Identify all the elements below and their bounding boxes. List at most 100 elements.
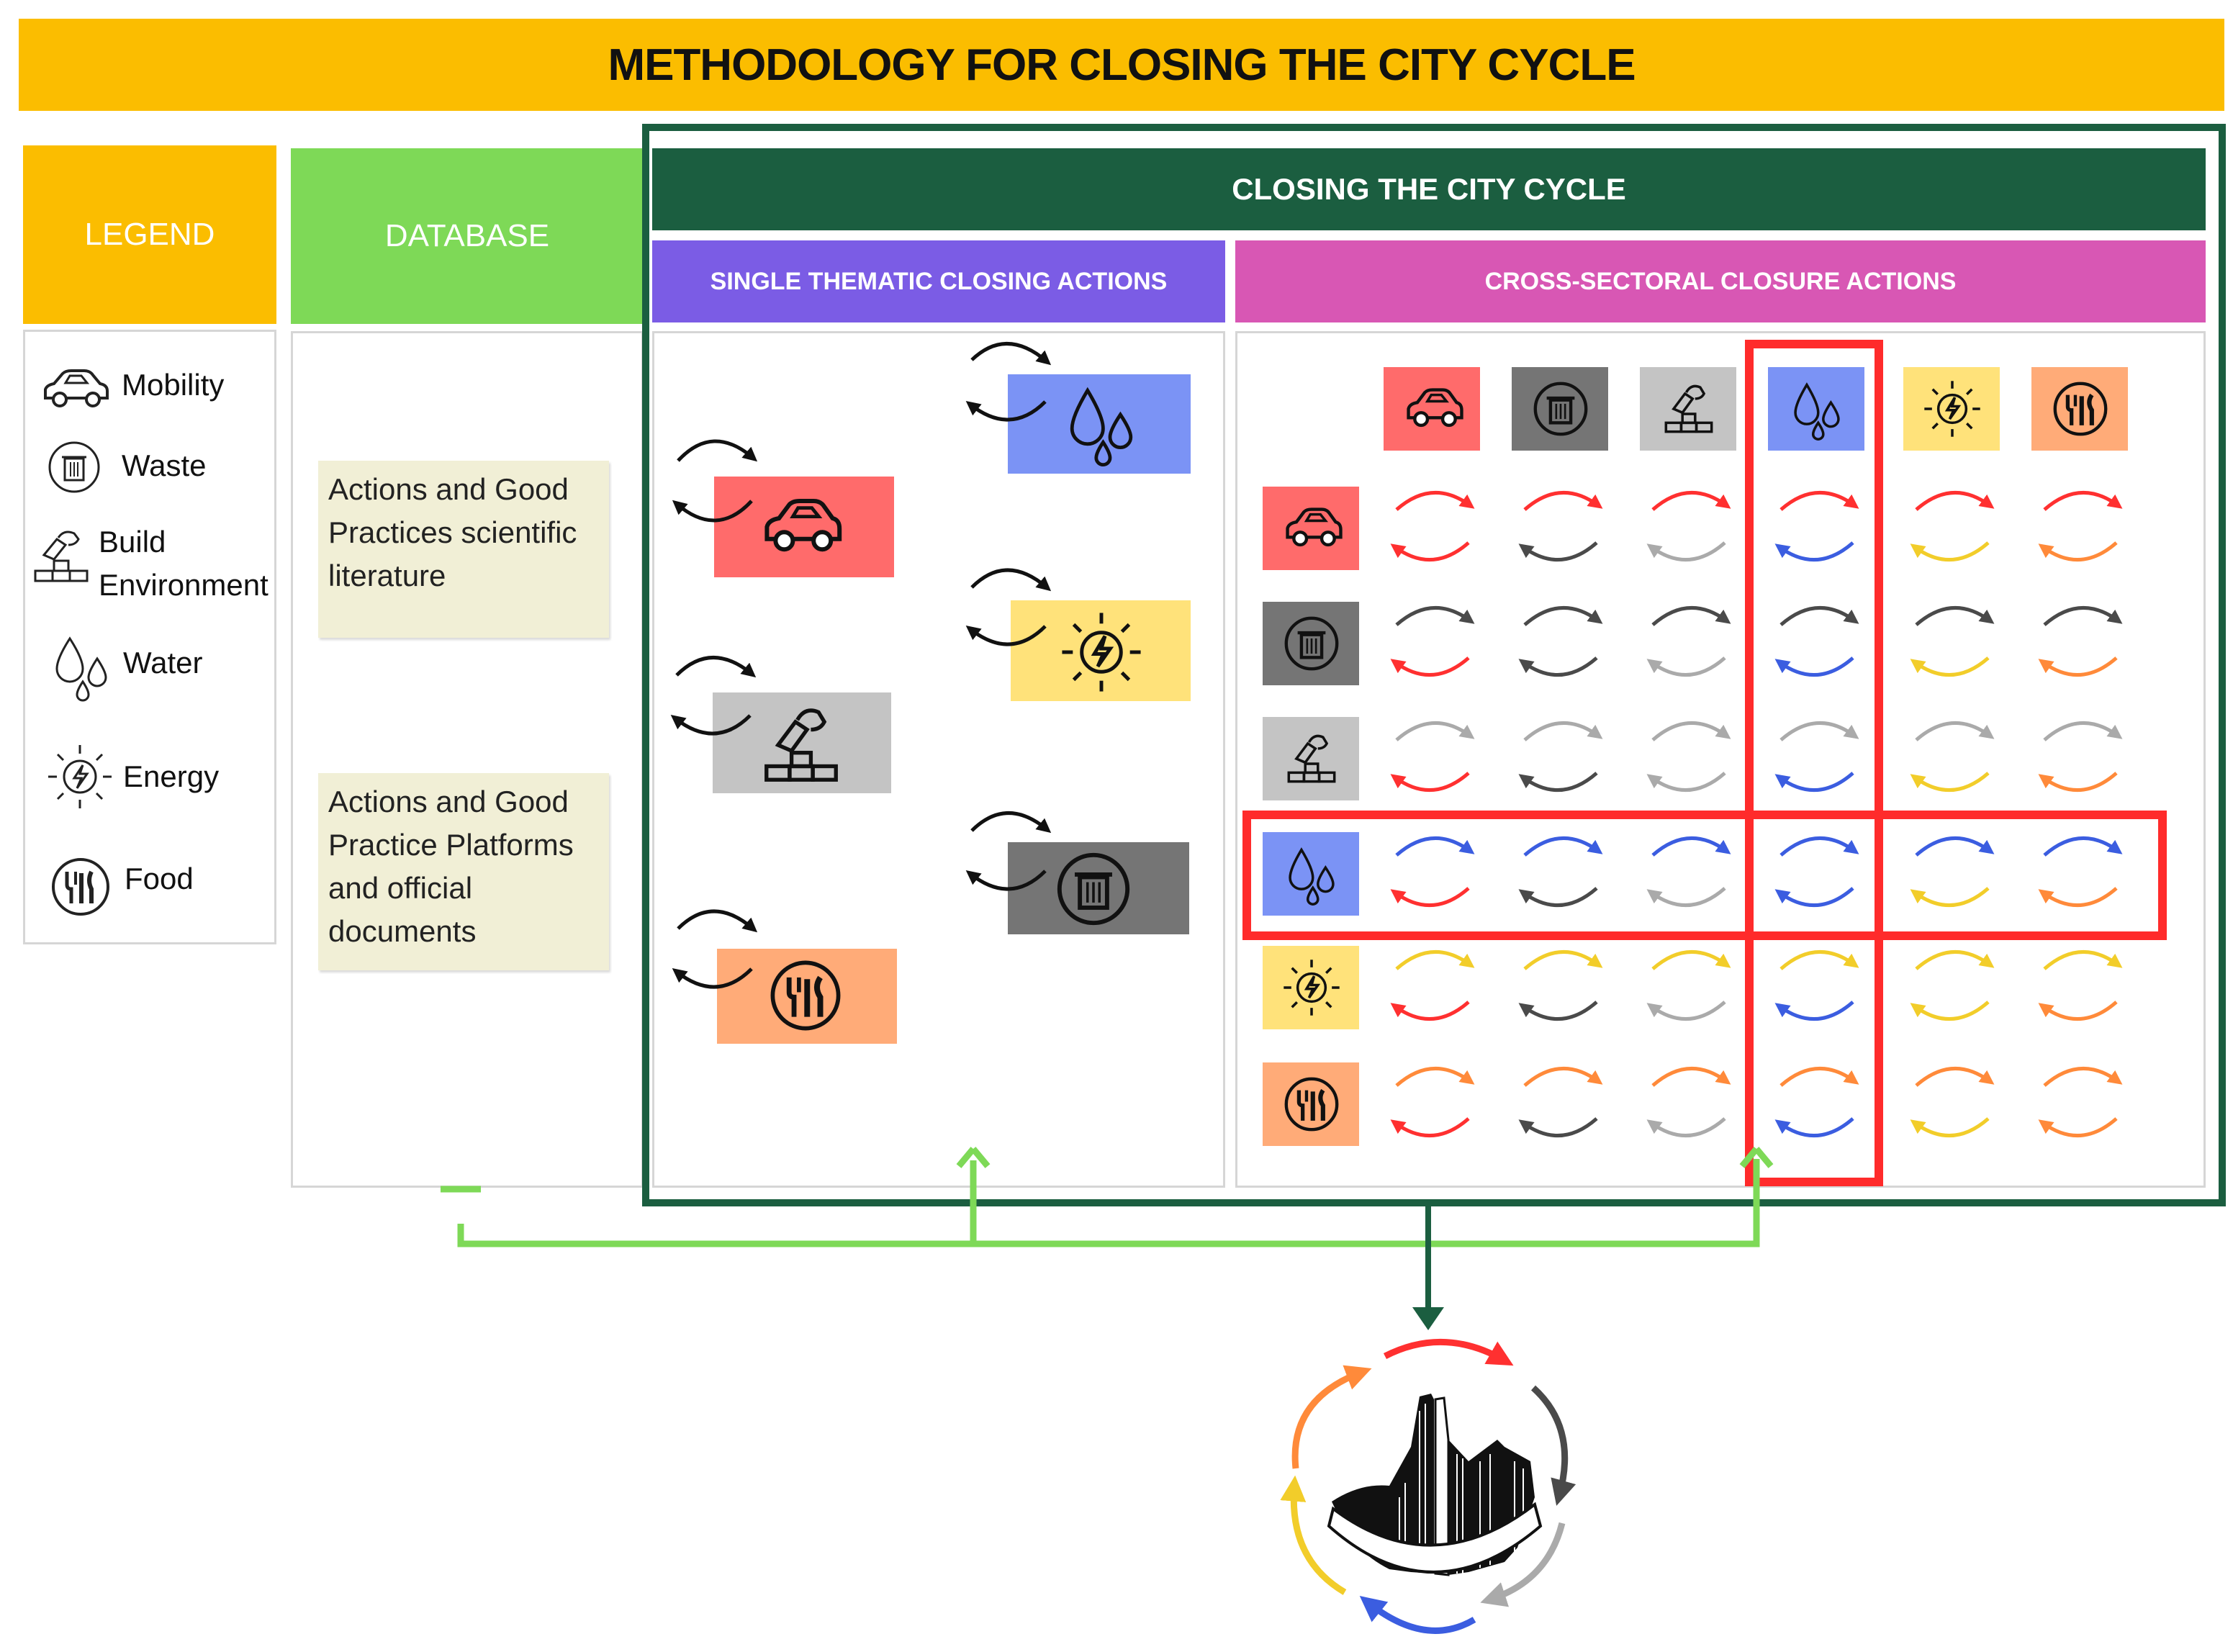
matrix-cell-mobility-water-top-arrow bbox=[1779, 491, 1859, 511]
cross-heading: CROSS-SECTORAL CLOSURE ACTIONS bbox=[1484, 267, 1957, 295]
matrix-col-header-mobility bbox=[1384, 367, 1480, 451]
matrix-cell-food-water-bottom-arrow bbox=[1774, 1117, 1854, 1137]
note2-line-4: documents bbox=[328, 914, 477, 948]
matrix-cell-food-energy-top-arrow bbox=[1915, 1067, 1995, 1087]
matrix-cell-mobility-build-bottom-arrow bbox=[1646, 541, 1726, 561]
matrix-cell-food-mobility-bottom-arrow bbox=[1390, 1117, 1470, 1137]
brick-hand-icon bbox=[34, 531, 89, 582]
matrix-cell-waste-mobility-top-arrow bbox=[1395, 606, 1475, 626]
matrix-row-header-mobility bbox=[1263, 487, 1359, 570]
matrix-cell-mobility-build-top-arrow bbox=[1651, 491, 1731, 511]
database-note-platforms: Actions and Good Practice Platforms and … bbox=[318, 773, 609, 970]
matrix-cell-waste-energy-top-arrow bbox=[1915, 606, 1995, 626]
single-mobility bbox=[672, 439, 894, 577]
matrix-cell-mobility-energy-top-arrow bbox=[1915, 491, 1995, 511]
matrix-cell-food-energy-bottom-arrow bbox=[1910, 1117, 1990, 1137]
matrix-col-header-build bbox=[1640, 367, 1736, 451]
page-title: METHODOLOGY FOR CLOSING THE CITY CYCLE bbox=[608, 40, 1636, 90]
matrix-cell-energy-food-top-arrow bbox=[2043, 950, 2123, 970]
matrix-cell-food-food-bottom-arrow bbox=[2038, 1117, 2118, 1137]
note2-line-1: Actions and Good bbox=[328, 785, 569, 818]
single-heading: SINGLE THEMATIC CLOSING ACTIONS bbox=[710, 267, 1168, 295]
cross-panel bbox=[1235, 331, 2206, 1188]
matrix-cell-food-build-top-arrow bbox=[1651, 1067, 1731, 1087]
matrix-cell-energy-energy-bottom-arrow bbox=[1910, 1001, 1990, 1021]
lightning-sun-icon bbox=[48, 745, 112, 808]
matrix-cell-water-energy-bottom-arrow bbox=[1910, 887, 1990, 907]
city-cycle-icon bbox=[1280, 1339, 1576, 1634]
matrix-cell-waste-waste-bottom-arrow bbox=[1518, 656, 1598, 677]
matrix-cell-water-food-bottom-arrow bbox=[2038, 887, 2118, 907]
database-note-literature: Actions and Good Practices scientific li… bbox=[318, 461, 609, 638]
matrix-cell-food-waste-bottom-arrow bbox=[1518, 1117, 1598, 1137]
matrix-cell-mobility-food-bottom-arrow bbox=[2038, 541, 2118, 561]
matrix-cell-water-water-top-arrow bbox=[1779, 836, 1859, 857]
matrix-cell-mobility-water-bottom-arrow bbox=[1774, 541, 1854, 561]
legend-water-label: Water bbox=[123, 646, 203, 680]
water-row-highlight bbox=[1242, 811, 2167, 940]
matrix-cell-energy-build-bottom-arrow bbox=[1646, 1001, 1726, 1021]
cross-header: CROSS-SECTORAL CLOSURE ACTIONS bbox=[1235, 240, 2206, 322]
single-waste bbox=[965, 811, 1189, 934]
matrix-cell-build-water-top-arrow bbox=[1779, 721, 1859, 741]
single-actions bbox=[670, 342, 1191, 1044]
matrix-cell-waste-waste-top-arrow bbox=[1523, 606, 1603, 626]
matrix-cell-energy-waste-top-arrow bbox=[1523, 950, 1603, 970]
single-panel bbox=[652, 331, 1225, 1188]
matrix-cell-water-food-top-arrow bbox=[2043, 836, 2123, 857]
single-energy bbox=[965, 568, 1191, 701]
matrix-cell-mobility-mobility-top-arrow bbox=[1395, 491, 1475, 511]
title-bar: METHODOLOGY FOR CLOSING THE CITY CYCLE bbox=[19, 19, 2224, 111]
closing-header: CLOSING THE CITY CYCLE bbox=[652, 148, 2206, 230]
matrix-cell-water-waste-top-arrow bbox=[1523, 836, 1603, 857]
matrix-cell-build-energy-bottom-arrow bbox=[1910, 772, 1990, 792]
note2-line-3: and official bbox=[328, 871, 473, 905]
matrix-cell-mobility-waste-top-arrow bbox=[1523, 491, 1603, 511]
matrix-cell-food-waste-top-arrow bbox=[1523, 1067, 1603, 1087]
feedback-arrows bbox=[441, 1147, 1774, 1247]
matrix-cell-food-water-top-arrow bbox=[1779, 1067, 1859, 1087]
city-skyline-icon bbox=[1327, 1394, 1543, 1576]
matrix-row-header-build bbox=[1263, 717, 1359, 800]
matrix-cell-water-energy-top-arrow bbox=[1915, 836, 1995, 857]
matrix-cell-energy-mobility-bottom-arrow bbox=[1390, 1001, 1470, 1021]
legend-build-label-1: Build bbox=[99, 525, 166, 559]
matrix-cell-energy-water-bottom-arrow bbox=[1774, 1001, 1854, 1021]
car-icon bbox=[44, 369, 109, 407]
database-heading: DATABASE bbox=[384, 218, 550, 253]
legend-waste-label: Waste bbox=[122, 448, 207, 482]
legend-food-label: Food bbox=[125, 862, 194, 895]
matrix-cell-build-waste-bottom-arrow bbox=[1518, 772, 1598, 792]
matrix-cell-water-mobility-top-arrow bbox=[1395, 836, 1475, 857]
single-header: SINGLE THEMATIC CLOSING ACTIONS bbox=[652, 240, 1225, 322]
matrix-cell-waste-build-top-arrow bbox=[1651, 606, 1731, 626]
matrix-cell-energy-build-top-arrow bbox=[1651, 950, 1731, 970]
legend-header: LEGEND bbox=[23, 145, 276, 324]
matrix-cell-water-build-top-arrow bbox=[1651, 836, 1731, 857]
matrix-cell-waste-mobility-bottom-arrow bbox=[1390, 656, 1470, 677]
closing-frame bbox=[642, 124, 2226, 1206]
matrix-cell-food-food-top-arrow bbox=[2043, 1067, 2123, 1087]
matrix-cell-build-food-top-arrow bbox=[2043, 721, 2123, 741]
matrix-cell-waste-build-bottom-arrow bbox=[1646, 656, 1726, 677]
matrix-cell-build-mobility-top-arrow bbox=[1395, 721, 1475, 741]
matrix-cell-energy-waste-bottom-arrow bbox=[1518, 1001, 1598, 1021]
single-build bbox=[670, 656, 891, 793]
output-arrow bbox=[1412, 1206, 1444, 1330]
matrix-cell-build-mobility-bottom-arrow bbox=[1390, 772, 1470, 792]
matrix-cell-waste-food-top-arrow bbox=[2043, 606, 2123, 626]
matrix-cell-waste-water-bottom-arrow bbox=[1774, 656, 1854, 677]
closing-heading: CLOSING THE CITY CYCLE bbox=[1232, 172, 1626, 206]
single-water bbox=[965, 342, 1191, 474]
matrix-cell-build-energy-top-arrow bbox=[1915, 721, 1995, 741]
note1-line-3: literature bbox=[328, 559, 446, 592]
note1-line-1: Actions and Good bbox=[328, 472, 569, 506]
matrix-cell-waste-water-top-arrow bbox=[1779, 606, 1859, 626]
note2-line-2: Practice Platforms bbox=[328, 828, 574, 862]
fork-knife-icon bbox=[52, 858, 109, 916]
matrix-col-header-water bbox=[1768, 367, 1864, 451]
matrix-cell-water-mobility-bottom-arrow bbox=[1390, 887, 1470, 907]
legend-mobility-label: Mobility bbox=[122, 368, 225, 402]
trash-bin-icon bbox=[48, 441, 100, 493]
cross-matrix bbox=[1263, 367, 2128, 1146]
